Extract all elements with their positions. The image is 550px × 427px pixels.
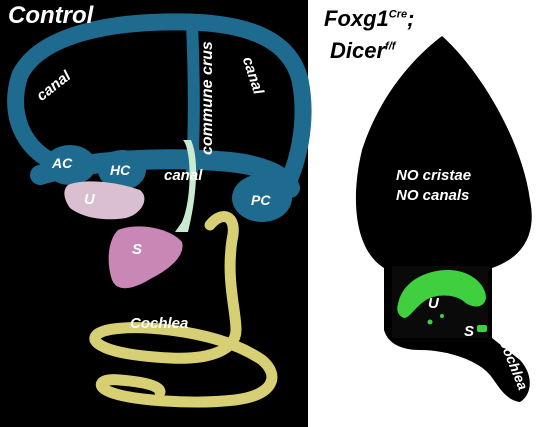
pc-ampulla xyxy=(232,174,292,222)
canal-label-horizontal: canal xyxy=(164,167,203,184)
hc-ampulla xyxy=(98,150,146,190)
crus-green-structure xyxy=(175,140,197,232)
control-title: Control xyxy=(8,2,94,29)
ampullae xyxy=(44,145,292,222)
cochlea-coil xyxy=(89,211,278,408)
cochlea-label: Cochlea xyxy=(130,315,189,332)
hc-label: HC xyxy=(110,162,131,178)
foxg1-superscript: Cre xyxy=(388,8,408,21)
ac-ampulla xyxy=(44,145,96,185)
commune-crus-label: commune crus xyxy=(199,41,216,155)
control-cochlea xyxy=(89,211,278,408)
hair-cell-dot xyxy=(440,314,444,318)
saccule-label: S xyxy=(132,241,143,258)
no-canals-note: NO canals xyxy=(396,187,470,204)
dicer-superscript: f/f xyxy=(385,40,396,53)
mutant-saccule-label: S xyxy=(464,323,475,340)
mutant-utricle-label: U xyxy=(428,295,439,312)
utricle-label: U xyxy=(84,191,95,208)
hair-cell-dot xyxy=(427,319,433,325)
utricle-shape xyxy=(64,181,145,220)
ac-label: AC xyxy=(52,155,73,171)
genotype-separator: ; xyxy=(407,6,415,31)
saccule-hair-cells xyxy=(477,325,487,332)
pc-label: PC xyxy=(251,192,271,208)
foxg1-gene: Foxg1 xyxy=(324,6,389,31)
mutant-title-line1: Foxg1Cre; xyxy=(324,8,414,30)
hair-cell-clusters xyxy=(397,270,487,332)
mutant-title-line2: Dicerf/f xyxy=(330,40,395,62)
saccule-shape xyxy=(108,226,183,289)
utricle-hair-cells xyxy=(397,270,486,318)
no-cristae-note: NO cristae xyxy=(396,167,472,184)
dicer-gene: Dicer xyxy=(330,38,386,63)
